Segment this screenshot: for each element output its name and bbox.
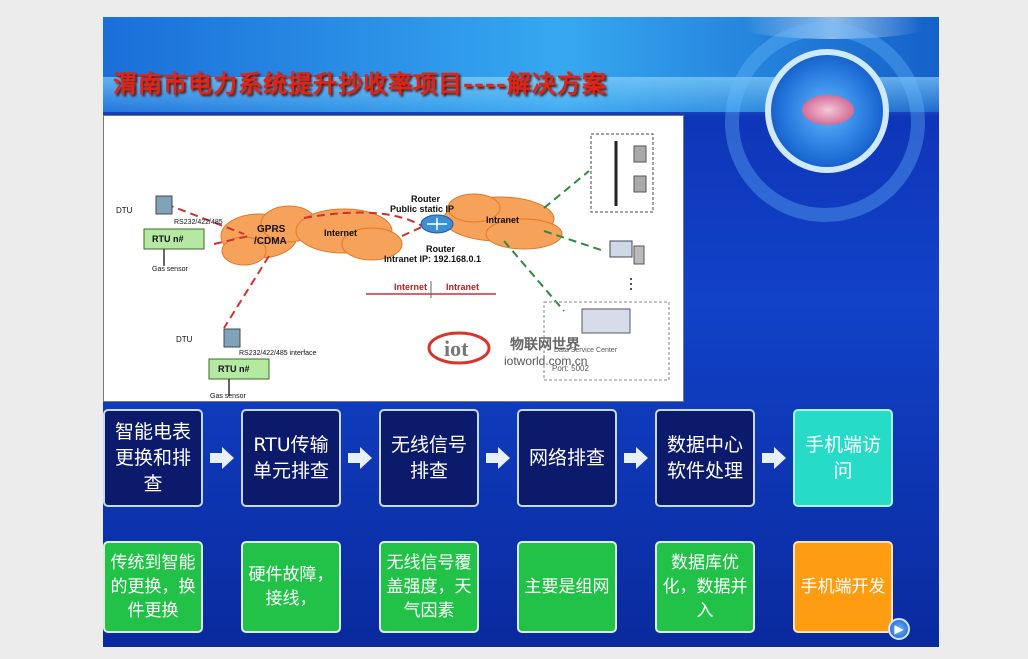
router2-label: Router bbox=[426, 244, 455, 254]
right-arrow-icon bbox=[624, 447, 648, 469]
step-mobile-access: 手机端访问 bbox=[793, 409, 893, 507]
step-rtu-check: RTU传输单元排查 bbox=[241, 409, 341, 507]
rtu-label: RTU n# bbox=[152, 234, 184, 244]
svg-text:iot: iot bbox=[444, 336, 469, 361]
network-diagram: iot DTU RS232/422/485 RTU n# Gas sensor … bbox=[103, 115, 684, 402]
note-meter-replace: 传统到智能的更换，换件更换 bbox=[103, 541, 203, 633]
gas-sensor-label: Gas sensor bbox=[210, 393, 246, 400]
gas-sensor-label: Gas sensor bbox=[152, 266, 188, 273]
note-wireless-coverage: 无线信号覆盖强度，天气因素 bbox=[379, 541, 479, 633]
note-networking: 主要是组网 bbox=[517, 541, 617, 633]
legend-intranet-label: Intranet bbox=[446, 282, 480, 292]
dtu-label: DTU bbox=[116, 206, 133, 215]
step-network-check: 网络排查 bbox=[517, 409, 617, 507]
internet-cloud-label: Internet bbox=[324, 228, 358, 238]
step-datacenter-software: 数据中心软件处理 bbox=[655, 409, 755, 507]
gprs-label: GPRS bbox=[257, 224, 286, 235]
data-service-center-label: Data Service Center bbox=[554, 347, 618, 354]
watermark-en: iotworld.com.cn bbox=[504, 354, 588, 368]
public-ip-label: Public static IP bbox=[390, 204, 455, 214]
intranet-cloud-label: Intranet bbox=[486, 215, 520, 225]
note-mobile-dev: 手机端开发 bbox=[793, 541, 893, 633]
note-database-optimize: 数据库优化，数据并入 bbox=[655, 541, 755, 633]
right-arrow-icon bbox=[762, 447, 786, 469]
watermark-cn: 物联网世界 bbox=[510, 336, 580, 352]
cdma-label: /CDMA bbox=[254, 236, 287, 247]
rs-interface-label: RS232/422/485 interface bbox=[239, 350, 317, 357]
rtu-label: RTU n# bbox=[218, 364, 250, 374]
slide: 渭南市电力系统提升抄收率项目----解决方案 bbox=[103, 17, 939, 647]
right-arrow-icon bbox=[348, 447, 372, 469]
next-slide-icon: ▶ bbox=[894, 622, 904, 636]
next-slide-button[interactable]: ▶ bbox=[888, 618, 910, 640]
right-arrow-icon bbox=[486, 447, 510, 469]
slide-title: 渭南市电力系统提升抄收率项目----解决方案 bbox=[113, 69, 607, 98]
network-diagram-graphic: iot bbox=[143, 133, 670, 396]
step-meter-replace: 智能电表更换和排查 bbox=[103, 409, 203, 507]
note-hardware-fault: 硬件故障，接线， bbox=[241, 541, 341, 633]
right-arrow-icon bbox=[210, 447, 234, 469]
step-wireless-check: 无线信号排查 bbox=[379, 409, 479, 507]
legend-internet-label: Internet bbox=[394, 282, 428, 292]
dtu-label: DTU bbox=[176, 335, 193, 344]
logo-emblem bbox=[802, 95, 854, 125]
router-label: Router bbox=[411, 194, 440, 204]
port-label: Port: 5002 bbox=[552, 364, 589, 373]
intranet-ip-label: Intranet IP: 192.168.0.1 bbox=[384, 254, 482, 264]
rs-interface-label: RS232/422/485 bbox=[174, 219, 223, 226]
